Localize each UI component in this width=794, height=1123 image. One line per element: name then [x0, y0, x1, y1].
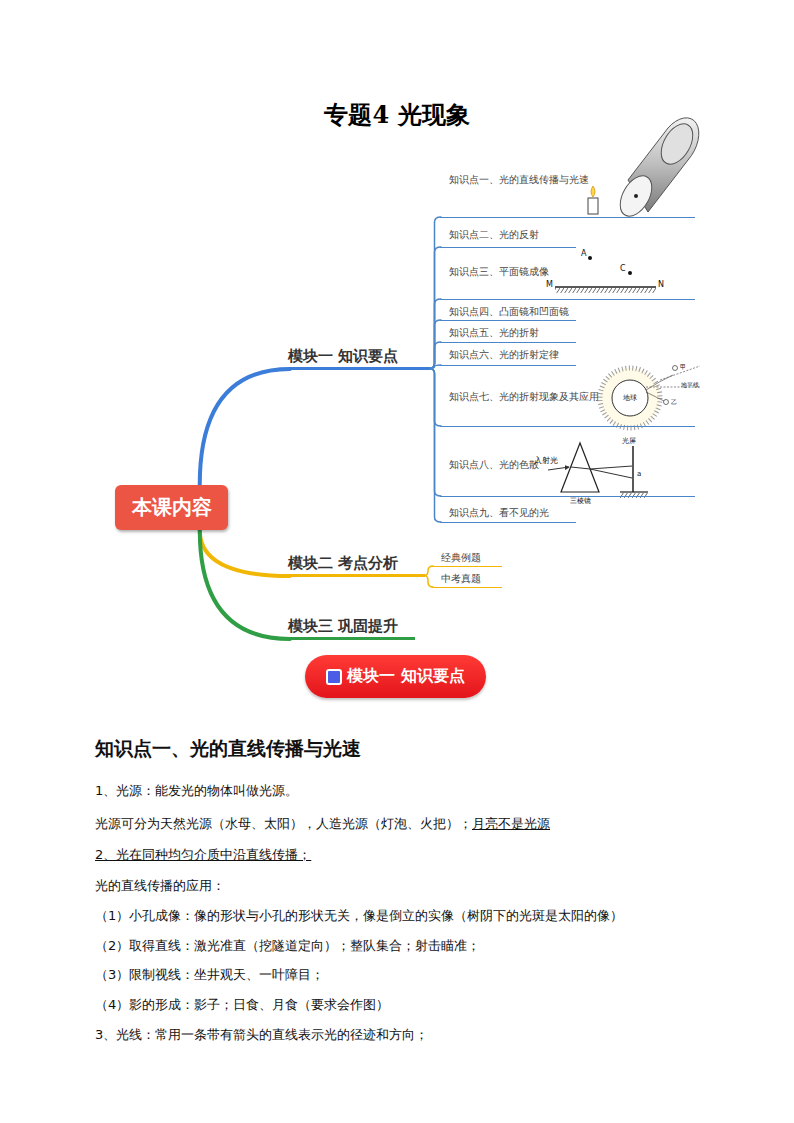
node-text: 知识点九、看不见的光	[449, 507, 549, 518]
figure-label: 光屏	[622, 436, 636, 446]
node-text: 模块一 知识要点	[288, 347, 398, 365]
figure-label: 甲	[680, 363, 686, 372]
earth-refraction	[600, 366, 700, 429]
figure-label: M	[546, 280, 553, 289]
topic-item: 经典例题	[432, 552, 502, 567]
node-text: 中考真题	[441, 573, 481, 584]
body-text: 2、光在同种均匀介质中沿直线传播；	[95, 846, 311, 864]
node-text: 经典例题	[441, 552, 481, 563]
topic-item: 知识点一、光的直线传播与光速	[440, 174, 695, 218]
candle	[588, 186, 598, 214]
body-text: 光源可分为天然光源（水母、太阳），人造光源（灯泡、火把）；	[95, 815, 472, 833]
mindmap-branch	[200, 530, 290, 639]
topic-item: 知识点九、看不见的光	[440, 507, 576, 523]
figure-label: A	[581, 249, 586, 258]
node-text: 知识点二、光的反射	[449, 229, 539, 240]
figure-label: 乙	[671, 398, 677, 407]
figure-label: 三棱镜	[570, 496, 591, 506]
branch-label: 模块三 巩固提升	[288, 615, 415, 640]
topic-item: 知识点六、光的折射定律	[440, 349, 576, 366]
body-text: （3）限制视线：坐井观天、一叶障目；	[95, 966, 324, 984]
section-heading: 知识点一、光的直线传播与光速	[95, 736, 361, 762]
topic-item: 知识点八、光的色散	[440, 459, 695, 497]
node-text: 知识点四、凸面镜和凹面镜	[449, 306, 569, 317]
body-text: 光的直线传播的应用：	[95, 877, 225, 895]
node-text: 知识点三、平面镜成像	[449, 266, 549, 277]
node-text: 本课内容	[132, 494, 212, 521]
node-text: 知识点七、光的折射现象及其应用	[449, 391, 599, 402]
figure-label: 地球	[623, 393, 637, 403]
topic-item: 中考真题	[432, 573, 502, 588]
node-text: 知识点八、光的色散	[449, 459, 539, 470]
pinhole-cylinder	[614, 118, 700, 222]
topic-item: 知识点三、平面镜成像	[440, 266, 695, 300]
figure-label: a	[637, 470, 641, 478]
plane-mirror	[555, 256, 656, 293]
topic-item: 知识点二、光的反射	[440, 229, 576, 248]
topic-item: 知识点五、光的折射	[440, 327, 576, 343]
node-text: 模块一 知识要点	[347, 666, 465, 687]
body-text: （2）取得直线：激光准直（挖隧道定向）；整队集合；射击瞄准；	[95, 937, 480, 955]
section-button: 模块一 知识要点	[305, 655, 486, 698]
page-title: 专题4 光现象	[0, 99, 794, 131]
branch-label: 模块一 知识要点	[288, 345, 430, 370]
node-text: 知识点一、光的直线传播与光速	[449, 174, 589, 185]
body-text: 月亮不是光源	[472, 815, 550, 833]
topic-item: 知识点四、凸面镜和凹面镜	[440, 306, 576, 321]
node-text: 知识点五、光的折射	[449, 327, 539, 338]
section-icon	[326, 669, 342, 685]
node-text: 知识点六、光的折射定律	[449, 349, 559, 360]
node-text: 模块二 考点分析	[288, 554, 398, 572]
mindmap-branch	[200, 530, 290, 576]
root-box: 本课内容	[115, 485, 228, 530]
body-text: （1）小孔成像：像的形状与小孔的形状无关，像是倒立的实像（树阴下的光斑是太阳的像…	[95, 907, 623, 925]
body-text: 3、光线：常用一条带有箭头的直线表示光的径迹和方向；	[95, 1026, 428, 1044]
figure-label: C	[620, 264, 626, 273]
figure-label: N	[658, 280, 664, 289]
prism-dispersion	[548, 443, 648, 498]
body-text: 1、光源：能发光的物体叫做光源。	[95, 782, 298, 800]
topic-item: 知识点七、光的折射现象及其应用	[440, 391, 695, 427]
mindmap-branch	[200, 369, 290, 485]
node-text: 模块三 巩固提升	[288, 617, 398, 635]
figure-label: 地平线	[681, 381, 699, 390]
branch-label: 模块二 考点分析	[288, 552, 425, 577]
body-text: （4）影的形成：影子；日食、月食（要求会作图）	[95, 996, 389, 1014]
figure-label: 入射光	[534, 455, 558, 466]
